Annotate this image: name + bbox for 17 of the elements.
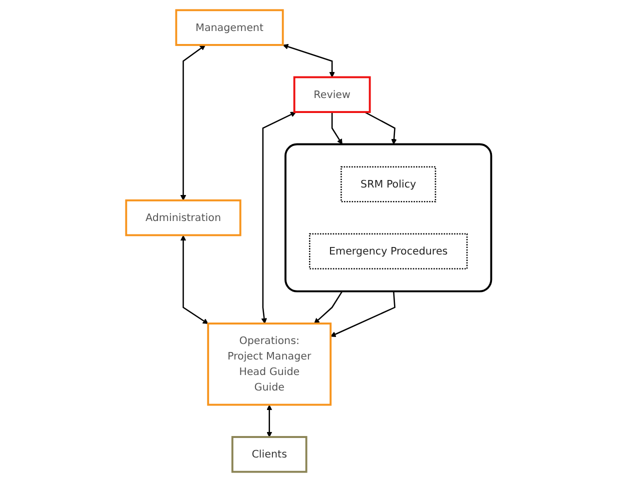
node-box: Management xyxy=(175,9,284,46)
arrow xyxy=(314,290,343,324)
cluster xyxy=(284,143,492,292)
node-box: Clients xyxy=(231,436,308,473)
arrow xyxy=(180,44,206,201)
node-box: Review xyxy=(293,76,371,113)
arrow xyxy=(330,291,396,337)
arrow xyxy=(180,235,208,324)
node-box: Administration xyxy=(125,199,242,236)
node-box: Operations: Project Manager Head Guide Guide xyxy=(206,322,332,406)
node-box: Emergency Procedures xyxy=(308,233,468,270)
arrow xyxy=(266,404,272,438)
arrow xyxy=(261,112,296,324)
node-box: SRM Policy xyxy=(340,166,436,202)
arrow xyxy=(282,44,335,78)
arrow xyxy=(364,111,397,145)
arrow xyxy=(331,112,342,145)
